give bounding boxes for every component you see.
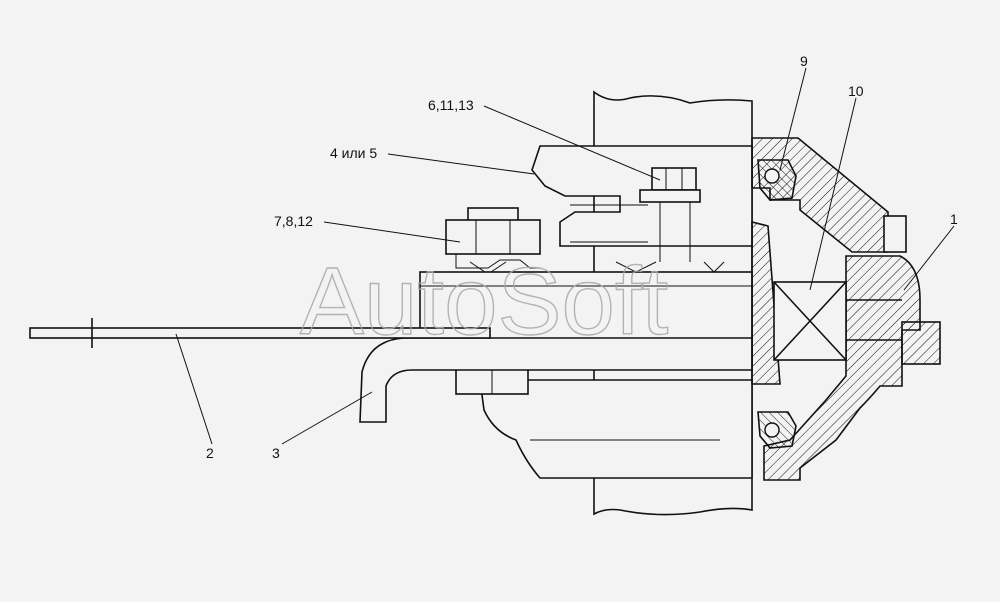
nut-7-8-12: [445, 207, 541, 275]
callout-3: 3: [272, 445, 280, 461]
right-assembly: [751, 137, 941, 481]
bolt-6-11-13: [639, 167, 701, 262]
callout-10: 10: [848, 83, 864, 99]
lower-clamp: [455, 365, 753, 479]
callout-9: 9: [800, 53, 808, 69]
callout-7-8-12: 7,8,12: [274, 213, 313, 229]
callout-1: 1: [950, 211, 958, 227]
cable-2: [29, 318, 491, 348]
callout-6-11-13: 6,11,13: [428, 97, 474, 113]
callout-4-or-5: 4 или 5: [330, 145, 377, 161]
watermark-text: AutoSoft: [300, 248, 668, 355]
bent-rod-3: [359, 337, 753, 423]
callout-2: 2: [206, 445, 214, 461]
leader-lines: [175, 67, 955, 445]
